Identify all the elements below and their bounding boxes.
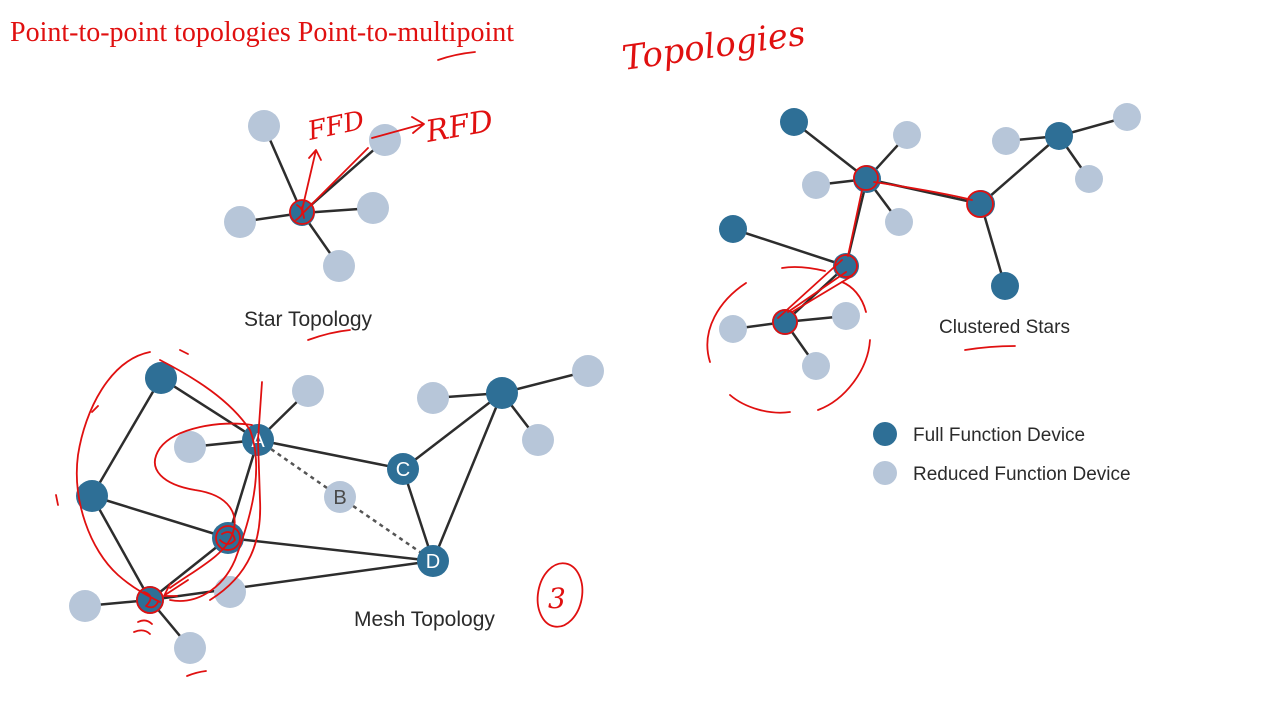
cluster-edge xyxy=(732,227,847,268)
ink-loop-mark xyxy=(209,381,263,601)
handwritten-rfd-label: RFD xyxy=(422,104,496,150)
cluster-reduced-node xyxy=(893,121,921,149)
mesh-dashed-edge xyxy=(339,495,434,563)
mesh-edge xyxy=(226,439,260,539)
handwritten-topologies-title: Topologies xyxy=(620,14,808,79)
ink-loop-mark xyxy=(154,422,253,589)
mesh-node-b-label: B xyxy=(333,487,346,509)
underline-mark xyxy=(437,51,476,61)
arrow-to-rfd xyxy=(303,116,425,213)
cluster-edge xyxy=(980,135,1060,205)
star-reduced-node xyxy=(224,206,256,238)
mesh-topology-caption: Mesh Topology xyxy=(354,608,495,631)
ink-circle-mark xyxy=(772,309,798,335)
mesh-edge xyxy=(401,468,435,562)
handwritten-ffd-label: FFD xyxy=(304,106,367,147)
ink-dash-mark xyxy=(186,670,207,677)
mesh-node-d xyxy=(417,545,449,577)
legend-full-function-label: Full Function Device xyxy=(913,425,1085,446)
ink-scribble-mark xyxy=(219,531,236,545)
ink-scribble-mark xyxy=(133,619,153,635)
ink-circle-mark xyxy=(966,190,994,218)
mesh-reduced-node xyxy=(292,375,324,407)
mesh-node-d-label: D xyxy=(426,551,440,573)
ink-scribble-mark xyxy=(295,204,305,221)
cluster-reduced-node xyxy=(885,208,913,236)
ink-circle-mark xyxy=(853,165,879,191)
mesh-edge xyxy=(91,494,229,540)
mesh-full-node xyxy=(145,362,177,394)
arrow-mark xyxy=(163,579,189,597)
ink-loop-mark xyxy=(76,351,161,603)
mesh-reduced-node xyxy=(522,424,554,456)
mesh-edge xyxy=(149,559,434,602)
cluster-full-node xyxy=(780,108,808,136)
mesh-edge xyxy=(227,536,434,563)
legend: Full Function Device Reduced Function De… xyxy=(873,422,1131,485)
mesh-full-node xyxy=(486,377,518,409)
cluster-reduced-node xyxy=(719,315,747,343)
mesh-reduced-node xyxy=(417,382,449,414)
star-reduced-node xyxy=(248,110,280,142)
mesh-node-b xyxy=(324,481,356,513)
mesh-edge xyxy=(160,376,259,442)
legend-full-function-swatch xyxy=(873,422,897,446)
underline-mark xyxy=(307,329,351,341)
clustered-stars-caption: Clustered Stars xyxy=(939,317,1070,338)
cluster-reduced-node xyxy=(992,127,1020,155)
ink-dash-mark xyxy=(55,349,189,506)
cluster-reduced-node xyxy=(1113,103,1141,131)
cluster-edge xyxy=(793,121,868,180)
mesh-node-c xyxy=(387,453,419,485)
mesh-reduced-node xyxy=(174,431,206,463)
cluster-full-node xyxy=(967,190,995,218)
underline-mark xyxy=(964,345,1016,351)
star-reduced-node xyxy=(369,124,401,156)
heading-point-to-point: Point-to-point topologies Point-to-multi… xyxy=(10,17,514,48)
ink-circle-mark xyxy=(536,562,584,628)
mesh-reduced-node xyxy=(214,576,246,608)
ink-scribble-mark xyxy=(143,591,159,609)
handwritten-annotations: Topologies FFD RFD 3 xyxy=(55,14,1016,677)
handwritten-three-label: 3 xyxy=(548,582,566,615)
mesh-topology: A B C D Mesh Topology xyxy=(69,355,604,664)
ink-dashed-circle-mark xyxy=(706,281,871,414)
mesh-node-c-label: C xyxy=(396,459,410,481)
star-reduced-node xyxy=(357,192,389,224)
cluster-full-node xyxy=(833,253,859,279)
cluster-full-node xyxy=(991,272,1019,300)
star-reduced-node xyxy=(323,250,355,282)
mesh-reduced-node xyxy=(572,355,604,387)
legend-reduced-function-swatch xyxy=(873,461,897,485)
mesh-edge xyxy=(257,438,404,471)
ink-circle-mark xyxy=(136,586,164,614)
ink-link-mark xyxy=(777,189,863,319)
cluster-reduced-node xyxy=(802,352,830,380)
clustered-stars: Clustered Stars xyxy=(719,103,1141,380)
star-topology-caption: Star Topology xyxy=(244,308,373,331)
mesh-edge xyxy=(149,537,229,601)
mesh-full-node xyxy=(76,480,108,512)
cluster-full-node xyxy=(772,309,798,335)
mesh-edge xyxy=(431,392,504,562)
ink-link-mark xyxy=(873,181,973,201)
mesh-edge xyxy=(90,377,163,497)
ink-circle-mark xyxy=(215,525,241,551)
ink-circle-mark xyxy=(289,199,315,225)
legend-reduced-function-label: Reduced Function Device xyxy=(913,464,1131,485)
cluster-full-node xyxy=(719,215,747,243)
cluster-reduced-node xyxy=(832,302,860,330)
mesh-reduced-node xyxy=(69,590,101,622)
mesh-edge xyxy=(90,495,152,601)
cluster-full-node xyxy=(1045,122,1073,150)
cluster-edge xyxy=(979,203,1007,287)
ink-dash-mark xyxy=(781,266,826,272)
mesh-edge xyxy=(402,392,503,470)
cluster-reduced-node xyxy=(1075,165,1103,193)
mesh-reduced-node xyxy=(174,632,206,664)
cluster-reduced-node xyxy=(802,171,830,199)
mesh-dashed-edge xyxy=(257,438,341,499)
ink-loop-mark xyxy=(159,359,258,602)
